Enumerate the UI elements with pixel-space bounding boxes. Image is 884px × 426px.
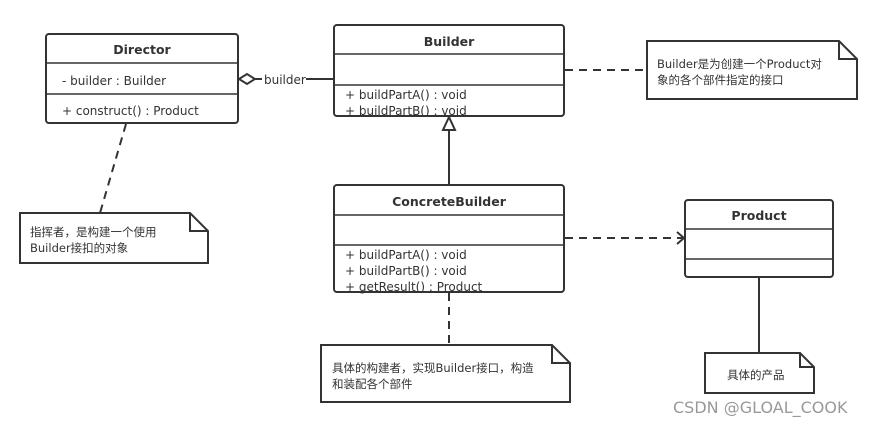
watermark: CSDN @GLOAL_COOK	[673, 398, 848, 418]
class-product[interactable]: Product	[684, 199, 834, 278]
aggregation-label: builder	[264, 73, 306, 87]
aggregation-diamond	[237, 72, 257, 86]
director-note-connector	[99, 123, 127, 214]
note-text: 象的各个部件指定的接口	[657, 73, 784, 87]
class-name: Builder	[424, 34, 475, 49]
note-product[interactable]: 具体的产品	[704, 352, 815, 394]
class-name: ConcreteBuilder	[392, 194, 507, 209]
attribute: - builder : Builder	[62, 74, 166, 88]
class-name: Product	[731, 208, 786, 223]
method: + buildPartA() : void	[345, 88, 467, 102]
method: + buildPartA() : void	[345, 248, 467, 262]
method: + buildPartB() : void	[345, 264, 467, 278]
method: + buildPartB() : void	[345, 104, 467, 118]
class-name: Director	[113, 42, 171, 57]
generalization-arrowhead	[441, 114, 457, 131]
note-text: Builder接扣的对象	[30, 241, 128, 255]
class-builder[interactable]: Builder + buildPartA() : void + buildPar…	[333, 24, 565, 118]
class-concrete-builder[interactable]: ConcreteBuilder + buildPartA() : void + …	[333, 184, 565, 294]
note-text: 具体的产品	[727, 368, 785, 382]
method: + getResult() : Product	[345, 280, 483, 294]
note-text: Builder是为创建一个Product对	[657, 57, 822, 71]
note-builder[interactable]: Builder是为创建一个Product对 象的各个部件指定的接口	[646, 40, 858, 100]
note-director[interactable]: 指挥者，是构建一个使用 Builder接扣的对象	[19, 212, 209, 264]
note-text: 指挥者，是构建一个使用	[30, 225, 157, 239]
method: + construct() : Product	[62, 104, 199, 118]
note-text: 和装配各个部件	[332, 377, 413, 391]
class-director[interactable]: Director - builder : Builder + construct…	[45, 33, 239, 124]
note-concrete-builder[interactable]: 具体的构建者，实现Builder接口，构造 和装配各个部件	[320, 344, 571, 403]
note-text: 具体的构建者，实现Builder接口，构造	[332, 361, 534, 375]
